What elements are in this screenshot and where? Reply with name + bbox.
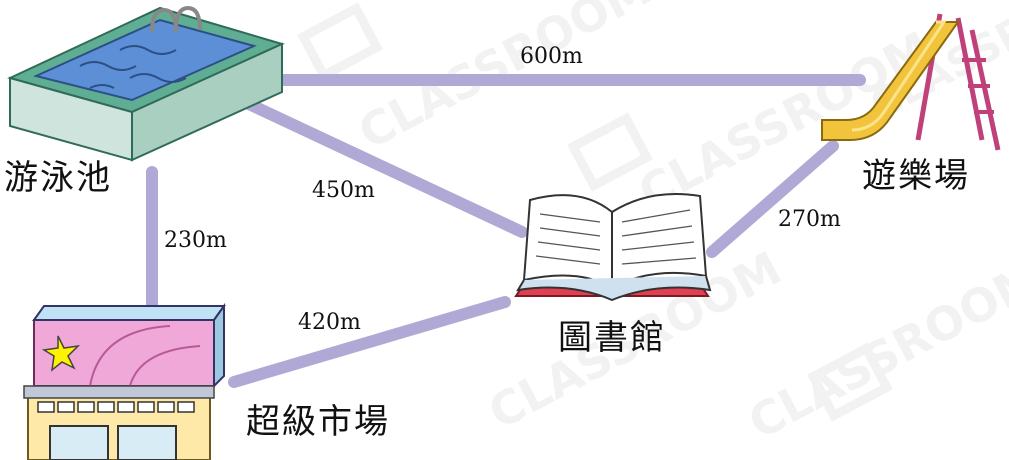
label-library: 圖書館 [558, 318, 666, 358]
route-library-playground [706, 140, 839, 258]
supermarket-icon [23, 302, 226, 460]
distance-pool-playground: 600m [520, 44, 583, 69]
route-lines [146, 74, 866, 388]
route-pool-library [228, 91, 528, 238]
distance-library-playground: 270m [778, 207, 841, 232]
route-supermarket-library [228, 296, 511, 388]
slide-icon [821, 13, 1001, 151]
label-pool: 游泳池 [4, 158, 112, 198]
swimming-pool-icon [7, 5, 285, 162]
distance-pool-supermarket: 230m [164, 228, 227, 253]
label-playground: 遊樂場 [862, 156, 970, 196]
distance-pool-library: 450m [312, 178, 375, 203]
book-icon [514, 193, 712, 302]
label-supermarket: 超級市場 [246, 402, 390, 442]
distance-supermarket-library: 420m [298, 310, 361, 335]
